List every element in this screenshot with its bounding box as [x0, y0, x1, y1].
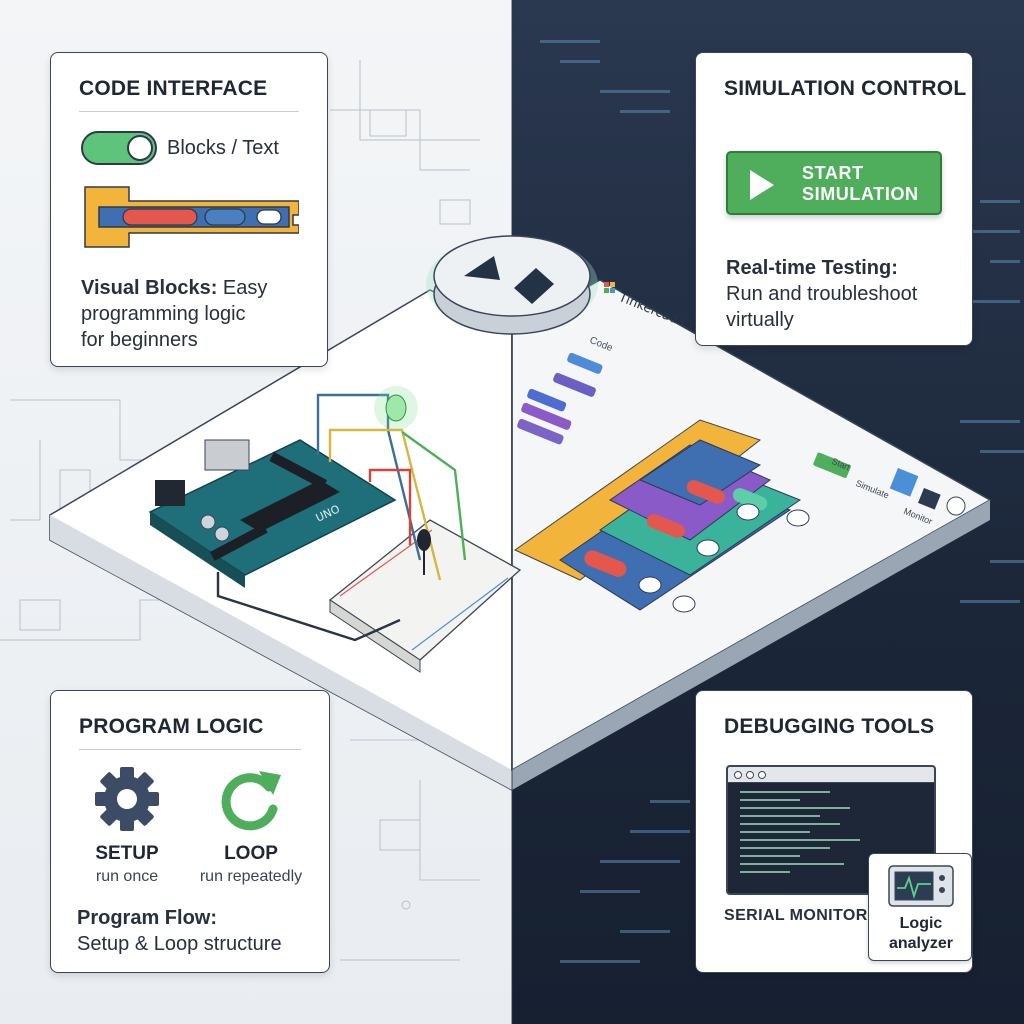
simulation-control-card: SIMULATION CONTROL START SIMULATION Real… [695, 52, 973, 346]
editor-toolbar [813, 452, 966, 516]
code-interface-description: Visual Blocks: Easy programming logic fo… [81, 277, 268, 351]
divider [79, 749, 301, 750]
window-titlebar [728, 767, 934, 783]
editor-palette [517, 352, 603, 445]
debugging-tools-card: DEBUGGING TOOLS SERIAL MONITOR [695, 690, 973, 973]
visual-blocks-icon [84, 186, 299, 248]
simulation-description: Real-time Testing: Run and troubleshoot … [726, 257, 918, 331]
serial-monitor-window[interactable] [726, 765, 936, 895]
card-title: SIMULATION CONTROL [724, 77, 967, 100]
logic-analyzer-card[interactable]: Logic analyzer [868, 853, 972, 961]
play-icon [464, 256, 500, 280]
start-simulation-label: START SIMULATION [802, 163, 919, 204]
program-logic-card: PROGRAM LOGIC SETUP run once LOOP run re… [50, 690, 330, 973]
toggle-label: Blocks / Text [167, 137, 279, 159]
card-title: DEBUGGING TOOLS [724, 715, 935, 738]
program-flow-description: Program Flow: Setup & Loop structure [77, 907, 282, 955]
gear-icon [95, 767, 159, 831]
logic-analyzer-label: Logic analyzer [888, 915, 954, 952]
led [374, 386, 431, 575]
editor-code-blocks [514, 419, 810, 613]
simulation-play-disc[interactable] [420, 210, 604, 340]
breadboard [328, 519, 522, 673]
divider [79, 111, 299, 112]
toggle-knob [127, 135, 153, 161]
setup-label: SETUP [95, 843, 159, 864]
tinkercad-logo [604, 282, 615, 293]
wires [216, 393, 467, 642]
code-interface-card: CODE INTERFACE Blocks / Text Visual Bloc… [50, 52, 328, 367]
serial-output [740, 791, 860, 873]
loop-sub: run repeatedly [199, 868, 303, 885]
play-icon [750, 170, 774, 200]
serial-monitor-label: SERIAL MONITOR [724, 907, 868, 924]
loop-label: LOOP [224, 843, 278, 864]
stop-icon [514, 268, 554, 304]
setup-sub: run once [95, 868, 159, 885]
oscilloscope-icon [888, 865, 954, 907]
arduino-board: UNO [148, 439, 397, 588]
blocks-text-toggle[interactable] [81, 131, 157, 165]
loop-icon [221, 771, 281, 831]
start-simulation-button[interactable]: START SIMULATION [726, 151, 942, 215]
card-title: CODE INTERFACE [79, 77, 268, 100]
card-title: PROGRAM LOGIC [79, 715, 264, 738]
